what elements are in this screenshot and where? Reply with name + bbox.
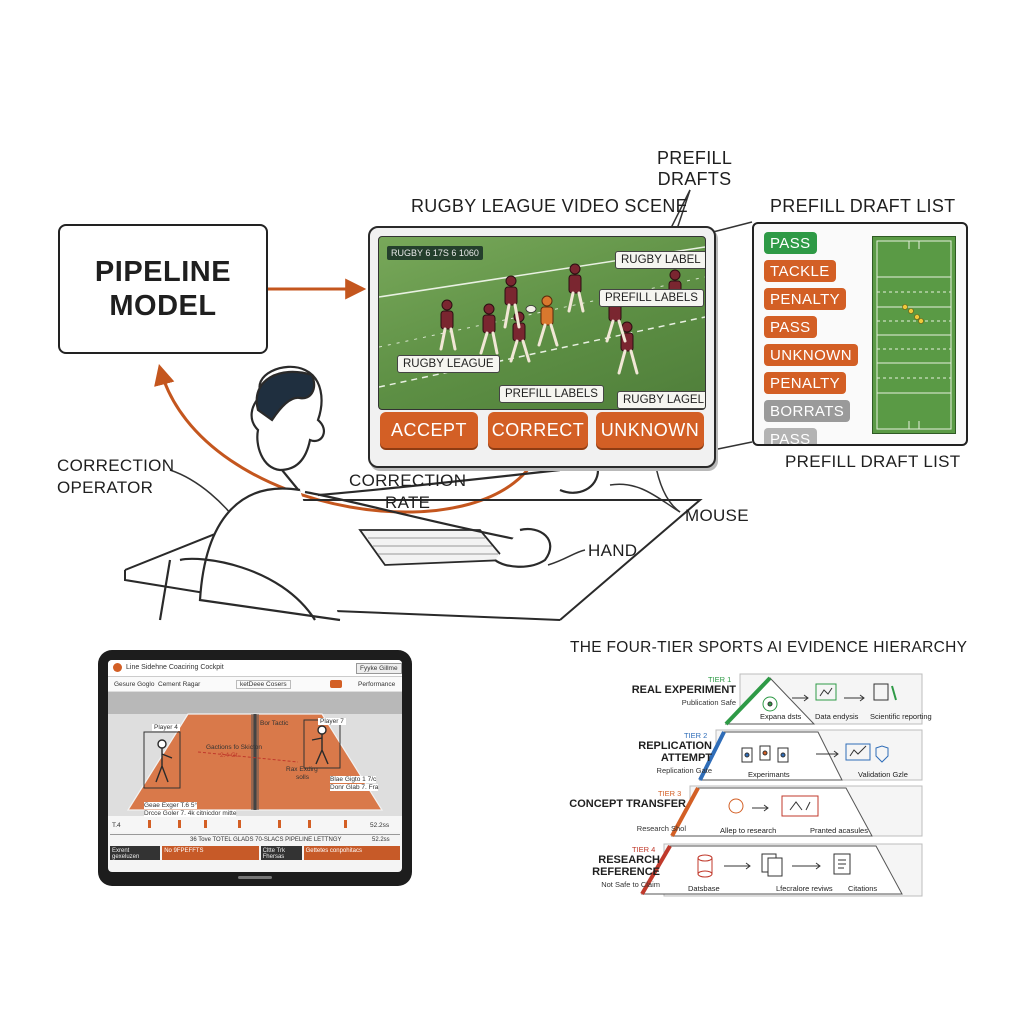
court-label-sub: solls — [296, 774, 310, 781]
note-center: Gactions fo Skicton — [206, 744, 262, 751]
draft-item-6[interactable]: PENALTY — [764, 372, 847, 394]
pipeline-title-line1: PIPELINE — [94, 256, 232, 288]
tier-4-step-3: Citations — [848, 884, 878, 893]
tablet-tab-1[interactable]: Gesure Goglo — [114, 681, 155, 688]
tier-3-number: TIER 3 — [658, 789, 682, 798]
stats-right-1: Blae Gigto 1 7/c — [330, 776, 377, 783]
tablet-tab-4[interactable]: Performance — [358, 681, 396, 688]
video-tag-prefill-labels-2: PREFILL LABELS — [499, 385, 604, 403]
net-label: Bor Tactic — [260, 720, 289, 727]
tablet-tab-2[interactable]: Cement Ragar — [158, 681, 201, 688]
hierarchy-title: THE FOUR-TIER SPORTS AI EVIDENCE HIERARC… — [570, 639, 968, 656]
prefill-drafts-label: PREFILL DRAFTS — [657, 148, 733, 189]
tier-3-step-2: Pranted acasules — [810, 826, 868, 835]
bottom-cell-4[interactable]: Gettetes conpohitacs — [303, 846, 400, 860]
tier-1-number: TIER 1 — [708, 675, 732, 684]
draft-item-5[interactable]: UNKNOWN — [764, 344, 858, 366]
evidence-pyramid-graphic — [640, 673, 923, 897]
mouse-pointer-line — [609, 483, 681, 513]
stats-right-2: Donr Glab 7. Fra — [330, 784, 379, 791]
tablet-tabbar: Gesure Goglo Cement Ragar ketDeee Cosers… — [108, 677, 402, 692]
correct-button[interactable]: CORRECT — [488, 412, 588, 448]
draft-list-title: PREFILL DRAFT LIST — [770, 196, 956, 216]
prefill-draft-list-panel: PASS TACKLE PENALTY PASS UNKNOWN PENALTY BORRA… — [752, 222, 968, 446]
correction-operator-label: CORRECTION OPERATOR — [57, 456, 175, 497]
hand-label: HAND — [588, 541, 638, 560]
tablet-tab-3[interactable]: ketDeee Cosers — [236, 680, 291, 689]
tier-2-subtitle: Replication Gate — [656, 766, 712, 775]
bottom-cell-3[interactable]: Cltte Trk Fhersas — [260, 846, 302, 860]
pipeline-title-line2: MODEL — [109, 290, 217, 322]
tier-1-subtitle: Publication Safe — [681, 698, 736, 707]
tier-3-step-1: Allep to research — [720, 826, 777, 835]
tablet-bottom-strip: Exrent gexeluzen No 9FPEFFTS Cltte Trk F… — [110, 846, 400, 860]
rugby-video-scene[interactable]: RUGBY 6 17S 6 1060 RUGBY LABEL PREFILL L… — [378, 236, 706, 410]
latency-bar: 36 Tove TOTEL GLADS 70-SLACS PIPELINE LE… — [110, 834, 400, 845]
player-left-label: Player 4 — [152, 724, 180, 731]
tablet-header-button[interactable]: Fyyke Gillme — [356, 663, 402, 674]
video-tag-rugby-lagel: RUGBY LAGEL — [617, 391, 705, 409]
tier-4-number: TIER 4 — [632, 845, 656, 854]
video-tag-rugby-label: RUGBY LABEL — [615, 251, 705, 269]
mini-field-map — [872, 236, 956, 434]
stats-left-2: Drcce Goler 7. 4k citnicdor mitte — [144, 810, 237, 817]
unknown-button[interactable]: UNKNOWN — [596, 412, 704, 448]
tier-3-subtitle: Research Shol — [636, 824, 686, 833]
tablet-title: Line Sidehne Coaciring Cockpit — [126, 664, 224, 671]
bottom-cell-2[interactable]: No 9FPEFFTS — [162, 846, 259, 860]
court-label: Rax Exdirg — [286, 766, 318, 773]
draft-item-7[interactable]: BORRATS — [764, 400, 851, 422]
draft-item-3[interactable]: PENALTY — [764, 288, 847, 310]
desk-outline — [124, 499, 703, 621]
timeline-right: 52.2ss — [370, 822, 390, 829]
tier-2-step-1: Experimants — [748, 770, 790, 779]
tier-1-name: REAL EXPERIMENT — [631, 684, 736, 696]
connector-arrows — [124, 189, 753, 622]
tier-4-subtitle: Not Safe to Claim — [601, 880, 660, 889]
app-logo-icon — [113, 663, 122, 672]
bottom-cell-1[interactable]: Exrent gexeluzen — [110, 846, 161, 860]
coaching-tablet: Line Sidehne Coaciring Cockpit Fyyke Gil… — [98, 650, 412, 886]
tier-2-number: TIER 2 — [684, 731, 708, 740]
draft-list-caption: PREFILL DRAFT LIST — [785, 452, 961, 471]
hand-pointer-line — [547, 549, 586, 566]
tablet-home-indicator — [238, 876, 272, 879]
mouse-label: MOUSE — [685, 506, 749, 525]
tier-1-step-3: Scientific reporting — [870, 712, 932, 721]
correction-rate-label: CORRECTION RATE — [349, 471, 467, 512]
tier-4-step-2: Lfecralore reviws — [776, 884, 833, 893]
latency-bar-right: 52.2ss — [372, 837, 390, 843]
tablet-flag-icon — [330, 680, 342, 688]
rugby-ball-icon — [525, 305, 537, 313]
video-tag-rugby-league: RUGBY LEAGUE — [397, 355, 500, 373]
tier-4-step-1: Datsbase — [688, 884, 720, 893]
field-lines-graphic — [876, 240, 952, 430]
draft-item-4[interactable]: PASS — [764, 316, 817, 338]
video-tag-prefill-labels-1: PREFILL LABELS — [599, 289, 704, 307]
tier-1-step-2: Data endysis — [815, 712, 859, 721]
player-right-label: Player 7 — [318, 718, 346, 725]
pipeline-model-box: PIPELINE MODEL — [58, 224, 268, 354]
note-center-sub: 2.4 Gt — [220, 752, 238, 759]
keyboard-icon — [358, 529, 507, 566]
tier-4-name: RESEARCH REFERENCE — [592, 854, 660, 878]
timeline-left: T.4 — [112, 822, 121, 829]
video-monitor: RUGBY 6 17S 6 1060 RUGBY LABEL PREFILL L… — [368, 226, 716, 468]
tier-2-step-2: Validation Gzle — [858, 770, 908, 779]
correction-feedback-arrow — [154, 363, 542, 514]
tablet-screen: Line Sidehne Coaciring Cockpit Fyyke Gil… — [108, 660, 402, 872]
tier-2-name: REPLICATION ATTEMPT — [638, 740, 712, 764]
draft-item-1[interactable]: PASS — [764, 232, 817, 254]
correction-operator-figure — [158, 365, 600, 622]
video-scene-label: RUGBY LEAGUE VIDEO SCENE — [411, 196, 688, 216]
stats-left-1: Geae Exger T.6 5° — [144, 802, 198, 809]
tablet-header: Line Sidehne Coaciring Cockpit Fyyke Gil… — [108, 660, 402, 677]
scoreboard: RUGBY 6 17S 6 1060 — [387, 246, 483, 260]
latency-bar-text: 36 Tove TOTEL GLADS 70-SLACS PIPELINE LE… — [190, 837, 342, 843]
draft-item-2[interactable]: TACKLE — [764, 260, 836, 282]
tier-3-name: CONCEPT TRANSFER — [569, 798, 686, 810]
tier-1-step-1: Expana dsts — [760, 712, 802, 721]
draft-item-8[interactable]: PASS — [764, 428, 817, 444]
accept-button[interactable]: ACCEPT — [380, 412, 478, 448]
